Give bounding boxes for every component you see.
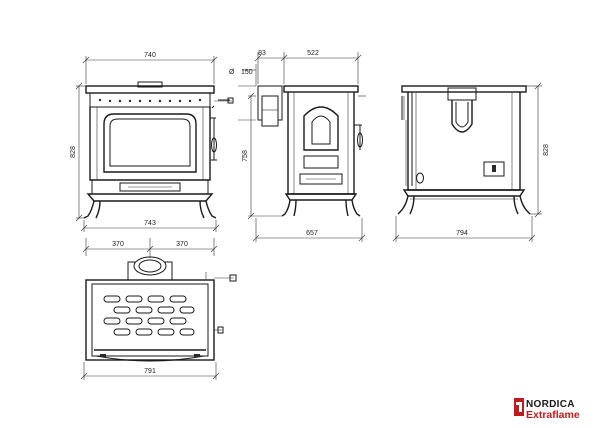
dim-back-width: 794 <box>392 216 536 242</box>
dim-side-pipe-diameter: Ø 150 <box>229 64 257 121</box>
dim-758-label: 758 <box>242 150 249 162</box>
dim-diameter-symbol: Ø <box>229 69 235 76</box>
dim-side-depth-bottom: 657 <box>252 218 366 242</box>
dim-794-label: 794 <box>456 230 468 237</box>
side-view <box>257 85 366 217</box>
dim-back-height: 828 <box>526 82 550 218</box>
brand-logo: NORDICA Extraflame <box>514 398 580 421</box>
dim-657-label: 657 <box>306 230 318 237</box>
dim-front-height: 828 <box>70 82 86 222</box>
dim-side-depth-top: 522 <box>284 50 362 84</box>
dim-83-label: 83 <box>258 50 266 57</box>
dim-front-width-bottom: 743 <box>80 220 220 232</box>
logo-nordica: NORDICA <box>526 399 575 410</box>
dim-side-offset: 83 <box>254 50 288 84</box>
plan-view <box>85 256 237 362</box>
front-decor-dots <box>98 98 202 103</box>
dim-150-label: 150 <box>241 69 253 76</box>
front-view <box>83 81 234 219</box>
dim-791-label: 791 <box>144 368 156 375</box>
back-view <box>397 85 531 215</box>
dim-370-right-label: 370 <box>176 241 188 248</box>
dim-plan-halves: 370 370 <box>82 238 218 258</box>
dim-front-width-top: 740 <box>82 52 218 84</box>
dim-side-flue-height: 758 <box>242 92 282 220</box>
logo-mark-icon <box>514 398 524 416</box>
logo-extraflame: Extraflame <box>526 409 580 421</box>
dim-828-front-label: 828 <box>70 146 77 158</box>
dim-740-label: 740 <box>144 52 156 59</box>
dim-plan-width: 791 <box>80 362 220 380</box>
dim-743-label: 743 <box>144 220 156 227</box>
dim-828-back-label: 828 <box>543 144 550 156</box>
plan-slots <box>103 295 195 336</box>
dim-522-label: 522 <box>307 50 319 57</box>
dim-370-left-label: 370 <box>112 241 124 248</box>
